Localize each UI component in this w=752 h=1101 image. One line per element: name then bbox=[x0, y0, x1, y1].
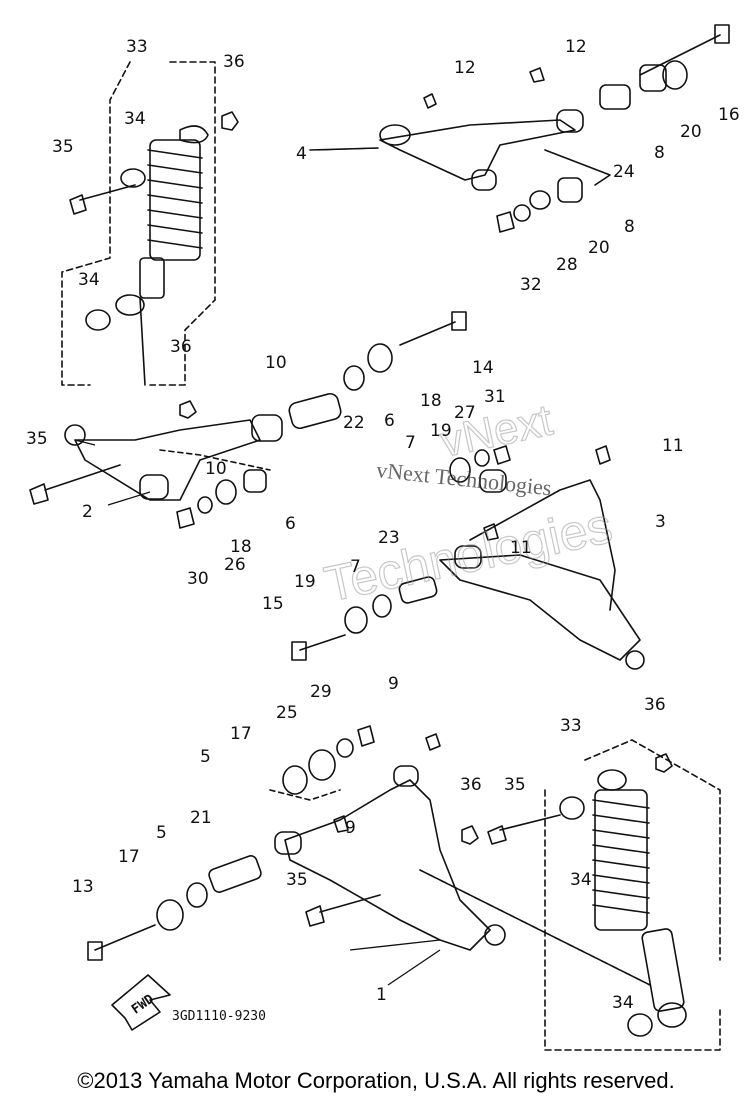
part-label-5: 5 bbox=[200, 747, 211, 767]
copyright-notice: ©2013 Yamaha Motor Corporation, U.S.A. A… bbox=[77, 1068, 675, 1093]
part-label-2: 2 bbox=[82, 502, 93, 522]
part-label-26: 26 bbox=[224, 555, 246, 575]
part-label-20: 20 bbox=[680, 122, 702, 142]
part-label-21: 21 bbox=[190, 808, 212, 828]
part-label-34: 34 bbox=[570, 870, 592, 890]
part-label-13: 13 bbox=[72, 877, 94, 897]
drawing-code: 3GD1110-9230 bbox=[172, 1009, 266, 1024]
part-label-31: 31 bbox=[484, 387, 506, 407]
part-label-35: 35 bbox=[286, 870, 308, 890]
shock-absorber-upper-left bbox=[61, 61, 239, 386]
part-label-35: 35 bbox=[26, 429, 48, 449]
part-label-1: 1 bbox=[376, 985, 387, 1005]
part-label-35: 35 bbox=[52, 137, 74, 157]
leader-lines bbox=[74, 147, 441, 986]
part-label-8: 8 bbox=[654, 143, 665, 163]
part-label-14: 14 bbox=[472, 358, 494, 378]
part-label-9: 9 bbox=[388, 674, 399, 694]
part-label-19: 19 bbox=[430, 421, 452, 441]
part-labels: 33 36 34 35 34 12 12 4 16 20 8 24 8 20 2… bbox=[26, 37, 740, 1013]
part-label-7: 7 bbox=[405, 433, 416, 453]
part-label-18: 18 bbox=[420, 391, 442, 411]
part-label-17: 17 bbox=[118, 847, 140, 867]
part-label-27: 27 bbox=[454, 403, 476, 423]
part-label-6: 6 bbox=[285, 514, 296, 534]
watermark-inline: vNext Technologies bbox=[375, 457, 553, 500]
part-label-35: 35 bbox=[504, 775, 526, 795]
part-label-24: 24 bbox=[613, 162, 635, 182]
part-label-30: 30 bbox=[187, 569, 209, 589]
part-label-32: 32 bbox=[520, 275, 542, 295]
part-label-16: 16 bbox=[718, 105, 740, 125]
part-label-34: 34 bbox=[78, 270, 100, 290]
part-label-4: 4 bbox=[296, 144, 307, 164]
part-label-28: 28 bbox=[556, 255, 578, 275]
fwd-arrow bbox=[111, 974, 171, 1031]
lower-arm-bottom bbox=[87, 725, 506, 961]
part-label-7: 7 bbox=[350, 557, 361, 577]
part-label-34: 34 bbox=[124, 109, 146, 129]
part-label-36: 36 bbox=[460, 775, 482, 795]
part-label-5: 5 bbox=[156, 823, 167, 843]
part-label-10: 10 bbox=[205, 459, 227, 479]
lower-arm-middle-left bbox=[29, 311, 467, 529]
part-label-10: 10 bbox=[265, 353, 287, 373]
part-label-12: 12 bbox=[454, 58, 476, 78]
part-label-17: 17 bbox=[230, 724, 252, 744]
part-label-11: 11 bbox=[662, 436, 684, 456]
part-label-12: 12 bbox=[565, 37, 587, 57]
part-label-23: 23 bbox=[378, 528, 400, 548]
part-label-20: 20 bbox=[588, 238, 610, 258]
part-label-19: 19 bbox=[294, 572, 316, 592]
part-label-11: 11 bbox=[510, 538, 532, 558]
part-label-25: 25 bbox=[276, 703, 298, 723]
upper-arm-right bbox=[309, 24, 730, 233]
part-label-36: 36 bbox=[644, 695, 666, 715]
part-label-22: 22 bbox=[343, 413, 365, 433]
part-label-15: 15 bbox=[262, 594, 284, 614]
fwd-label: FWD bbox=[129, 992, 157, 1018]
part-label-18: 18 bbox=[230, 537, 252, 557]
part-label-33: 33 bbox=[126, 37, 148, 57]
part-label-6: 6 bbox=[384, 411, 395, 431]
watermark-line2: Technologies bbox=[320, 497, 617, 612]
part-label-33: 33 bbox=[560, 716, 582, 736]
part-label-29: 29 bbox=[310, 682, 332, 702]
part-label-8: 8 bbox=[624, 217, 635, 237]
part-label-36: 36 bbox=[170, 337, 192, 357]
part-label-3: 3 bbox=[655, 512, 666, 532]
part-label-34: 34 bbox=[612, 993, 634, 1013]
part-label-36: 36 bbox=[223, 52, 245, 72]
exploded-parts-diagram: vNext Technologies vNext Technologies FW… bbox=[26, 24, 740, 1051]
part-label-9: 9 bbox=[345, 818, 356, 838]
shock-absorber-lower-right bbox=[419, 739, 721, 1051]
lower-arm-middle-right bbox=[291, 445, 645, 670]
